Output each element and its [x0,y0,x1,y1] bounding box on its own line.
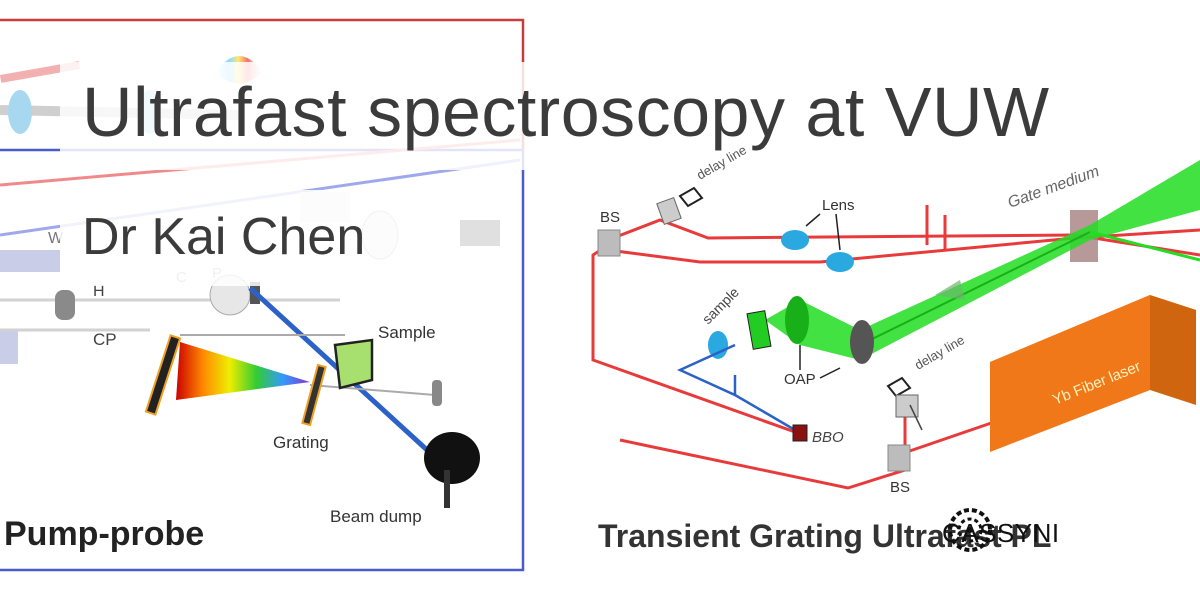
grating-left-mirror [144,334,182,416]
beam-splitter-bottom [887,444,911,472]
subtitle-backdrop [60,190,418,286]
label-grating: Grating [273,433,329,452]
beam-dump [424,432,480,484]
label-delay-mid: delay line [912,332,967,372]
label-sample-tg: sample [699,284,742,327]
transient-grating-diagram: BS BS delay line Lens Gate medium sample [591,142,1200,554]
label-cp: CP [93,330,117,349]
label-beam-dump: Beam dump [330,507,422,526]
cassyni-logo-icon [948,508,992,552]
cassyni-logo-text: CASSYNI [942,517,1060,548]
label-bbo: BBO [812,429,844,446]
label-gate-medium: Gate medium [1006,163,1102,212]
sample-cuvette [333,338,374,390]
beam-splitter-top [597,229,621,257]
title-backdrop [60,62,528,170]
slide-title: Ultrafast spectroscopy at VUW [82,73,1050,151]
label-lens: Lens [822,197,855,214]
label-oap: OAP [784,371,816,388]
label-h: H [93,283,105,300]
label-bs-top: BS [600,209,620,226]
label-bs-bottom: BS [890,479,910,496]
pump-probe-caption: Pump-probe [4,515,204,553]
grating-element [301,363,327,427]
label-sample: Sample [378,323,436,342]
bbo-crystal [792,424,808,442]
cassyni-logo[interactable]: CASSYNI [942,505,1146,561]
slide-subtitle: Dr Kai Chen [82,208,366,266]
yb-fiber-laser: Yb Fiber laser [990,295,1196,452]
